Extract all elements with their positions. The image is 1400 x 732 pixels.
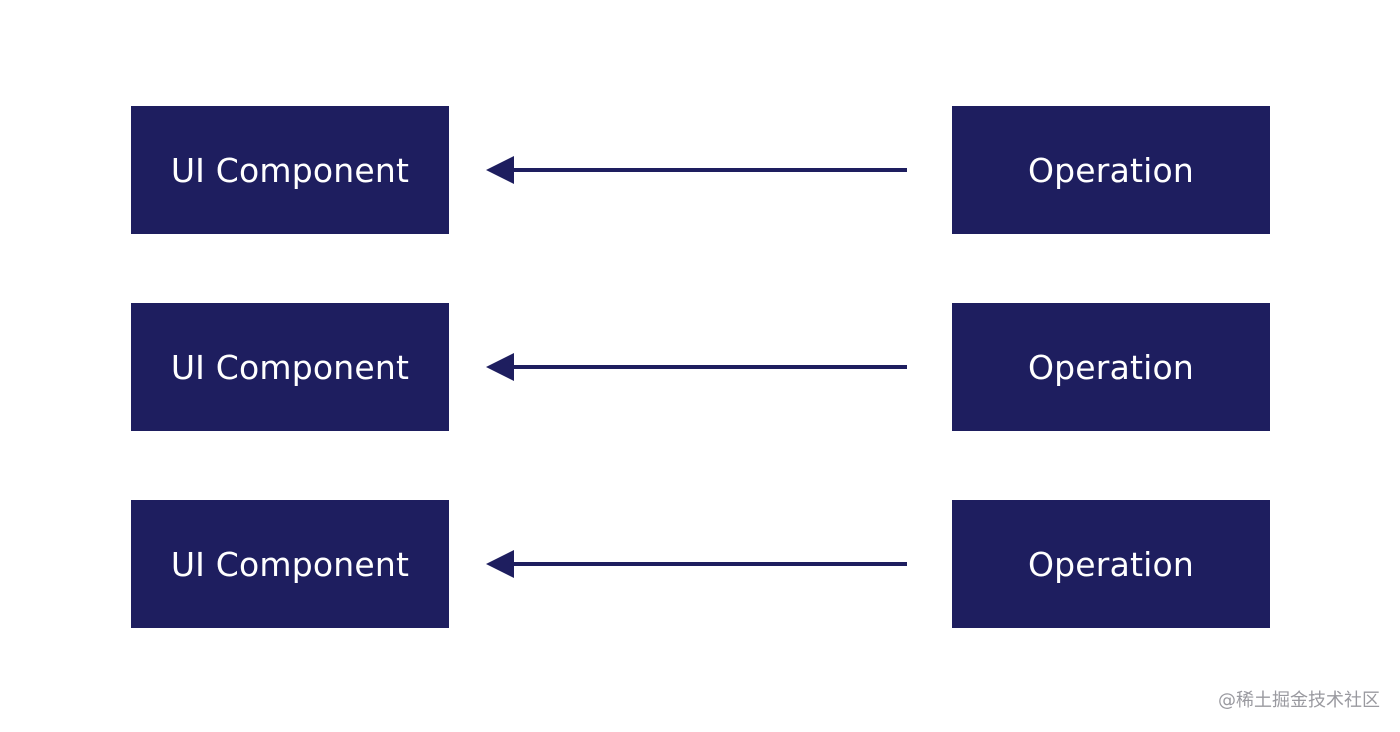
diagram-row: UI Component Operation: [0, 303, 1400, 431]
operation-label: Operation: [1027, 150, 1195, 190]
operation-label: Operation: [1027, 544, 1195, 584]
watermark: @稀土掘金技术社区: [1218, 690, 1380, 711]
operation-box: Operation: [952, 303, 1270, 431]
diagram-row: UI Component Operation: [0, 500, 1400, 628]
diagram-row: UI Component Operation: [0, 106, 1400, 234]
ui-component-box: UI Component: [131, 500, 449, 628]
operation-box: Operation: [952, 500, 1270, 628]
operation-label: Operation: [1027, 347, 1195, 387]
arrow-left: [486, 550, 907, 578]
arrow-left: [486, 156, 907, 184]
ui-component-label: UI Component: [170, 150, 410, 190]
ui-component-label: UI Component: [170, 544, 410, 584]
operation-box: Operation: [952, 106, 1270, 234]
ui-component-box: UI Component: [131, 303, 449, 431]
ui-component-label: UI Component: [170, 347, 410, 387]
ui-component-box: UI Component: [131, 106, 449, 234]
arrow-left: [486, 353, 907, 381]
